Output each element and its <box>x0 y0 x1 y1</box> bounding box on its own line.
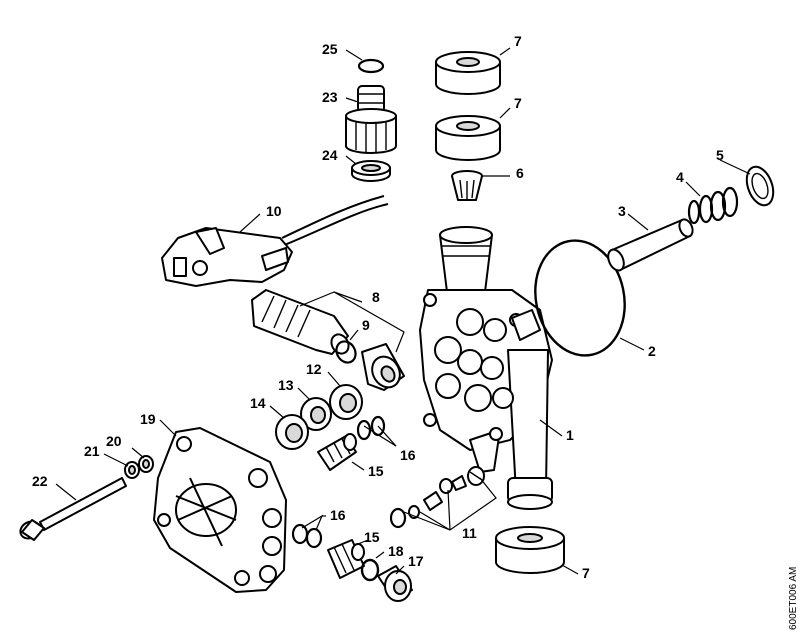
callout-25: 25 <box>322 41 338 57</box>
callout-22: 22 <box>32 473 48 489</box>
callout-20: 20 <box>106 433 122 449</box>
part-9-o-ring[interactable] <box>333 338 360 366</box>
callout-21: 21 <box>84 443 100 459</box>
part-17-plug[interactable] <box>377 565 413 602</box>
part-25-o-ring[interactable] <box>357 58 385 74</box>
part-6-strainer[interactable] <box>451 170 483 201</box>
part-7-bottom-ring[interactable] <box>495 526 565 574</box>
callout-17: 17 <box>408 553 424 569</box>
part-15-lower-valve[interactable] <box>327 539 365 579</box>
part-2-o-ring[interactable] <box>525 232 635 364</box>
part-16-lower-o-rings[interactable] <box>291 523 323 549</box>
callout-2: 2 <box>648 343 656 359</box>
callout-1: 1 <box>566 427 574 443</box>
callout-14: 14 <box>250 395 266 411</box>
callout-3: 3 <box>618 203 626 219</box>
part-24-ring[interactable] <box>351 160 391 182</box>
callout-7-top: 7 <box>514 33 522 49</box>
part-10-switch[interactable] <box>161 195 389 287</box>
part-4-spring[interactable] <box>687 186 739 225</box>
callout-11: 11 <box>462 525 477 541</box>
part-5-retainer[interactable] <box>742 163 778 209</box>
part-11-check-valve[interactable] <box>389 466 485 529</box>
part-7-top-ring[interactable] <box>435 51 501 95</box>
callout-13: 13 <box>278 377 294 393</box>
callout-9: 9 <box>362 317 370 333</box>
callout-4: 4 <box>676 169 684 185</box>
callout-18: 18 <box>388 543 404 559</box>
callout-6: 6 <box>516 165 524 181</box>
part-3-piston[interactable] <box>605 217 695 273</box>
callout-10: 10 <box>266 203 282 219</box>
part-15-upper-valve[interactable] <box>317 433 357 471</box>
callout-15-upper: 15 <box>368 463 384 479</box>
part-22-screw[interactable] <box>17 477 127 542</box>
part-20-washer[interactable] <box>138 455 154 473</box>
callout-8: 8 <box>372 289 380 305</box>
callout-labels: 7 7 6 5 4 3 2 1 7 25 23 24 10 8 9 12 13 … <box>32 33 724 581</box>
part-8-valve[interactable] <box>251 289 352 357</box>
callout-7-bottom: 7 <box>582 565 590 581</box>
callout-7-middle: 7 <box>514 95 522 111</box>
part-23-connector[interactable] <box>345 85 397 154</box>
drawing-code: 600ET006 AM <box>788 567 799 630</box>
part-13-seal[interactable] <box>300 397 332 431</box>
part-21-washer[interactable] <box>124 461 140 479</box>
callout-15-lower: 15 <box>364 529 380 545</box>
part-14-seal[interactable] <box>275 414 309 450</box>
part-12-seal[interactable] <box>329 384 363 420</box>
callout-24: 24 <box>322 147 338 163</box>
callout-16-lower: 16 <box>330 507 346 523</box>
part-7-middle-ring[interactable] <box>435 115 501 161</box>
part-18-o-ring[interactable] <box>360 558 380 582</box>
part-8-cap[interactable] <box>361 343 405 392</box>
callout-16-upper: 16 <box>400 447 416 463</box>
callout-12: 12 <box>306 361 322 377</box>
callout-23: 23 <box>322 89 338 105</box>
callout-5: 5 <box>716 147 724 163</box>
part-19-manifold[interactable] <box>153 427 287 593</box>
leader-lines <box>55 47 751 575</box>
callout-19: 19 <box>140 411 156 427</box>
part-1-pump-housing[interactable] <box>419 226 553 510</box>
